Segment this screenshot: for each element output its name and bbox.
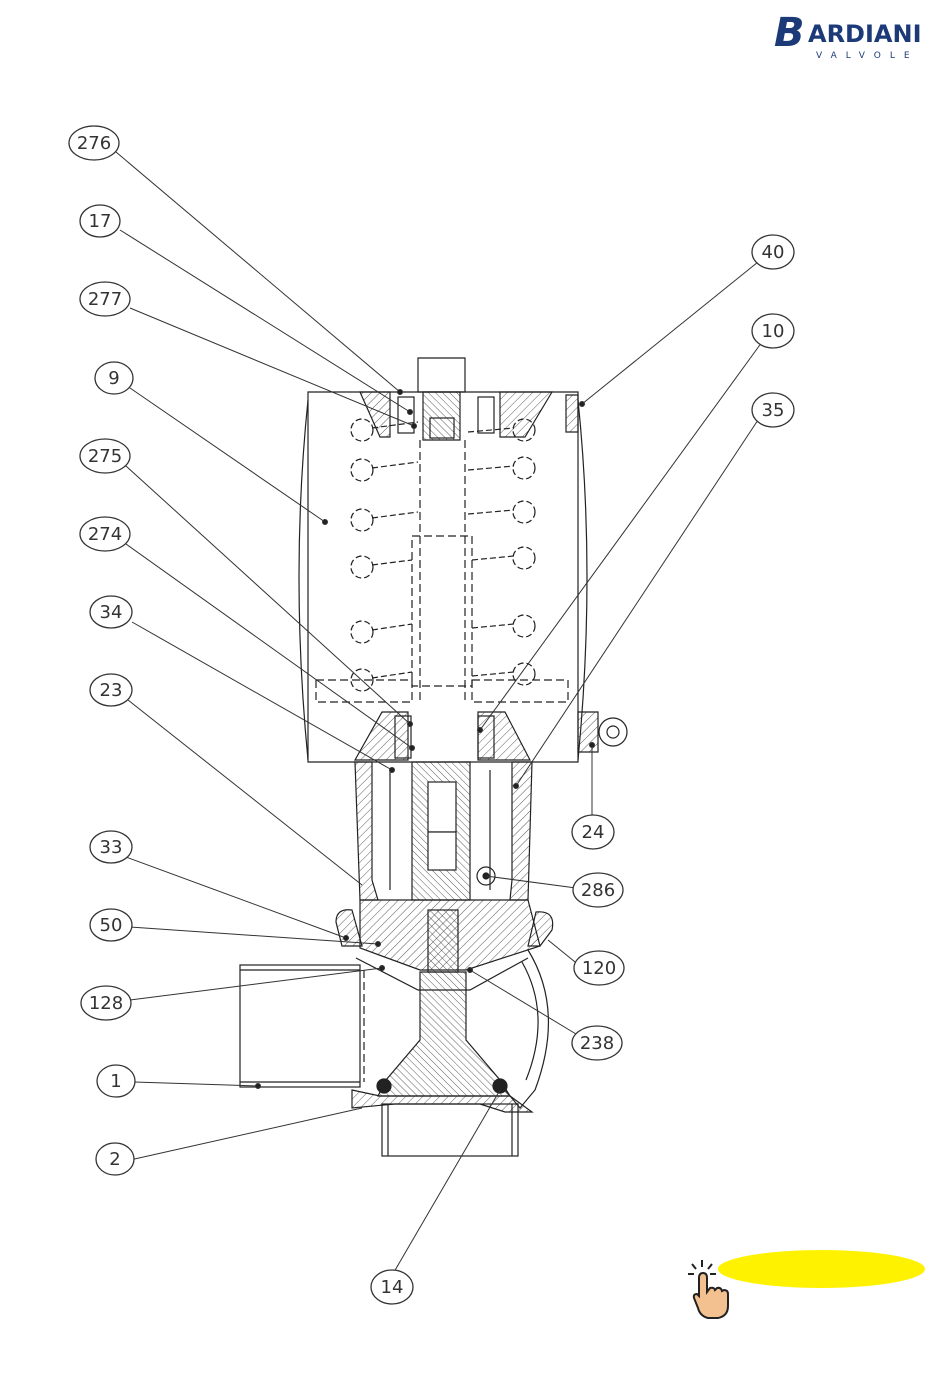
hand-pointer-icon[interactable] xyxy=(686,1258,730,1320)
callout-10: 10 xyxy=(752,314,794,348)
callout-286-label: 286 xyxy=(581,880,615,901)
callout-33: 33 xyxy=(90,831,132,863)
callout-9: 9 xyxy=(95,362,133,394)
callout-277-label: 277 xyxy=(88,289,122,310)
callout-274: 274 xyxy=(80,517,130,551)
callout-275-label: 275 xyxy=(88,446,122,467)
callout-35-label: 35 xyxy=(762,400,785,421)
callout-40: 40 xyxy=(752,235,794,269)
actuator xyxy=(299,358,627,762)
callout-276: 276 xyxy=(69,126,119,160)
callout-2-label: 2 xyxy=(109,1149,120,1170)
callout-34-label: 34 xyxy=(100,602,123,623)
lantern xyxy=(355,762,532,900)
callout-238: 238 xyxy=(572,1026,622,1060)
callout-24-label: 24 xyxy=(582,822,605,843)
callout-120-label: 120 xyxy=(582,958,616,979)
callout-275: 275 xyxy=(80,439,130,473)
yellow-cta-button[interactable] xyxy=(718,1250,925,1288)
callout-23: 23 xyxy=(90,674,132,706)
callout-17-label: 17 xyxy=(89,211,112,232)
valve-body xyxy=(240,900,553,1156)
callout-9-label: 9 xyxy=(108,368,119,389)
callout-274-label: 274 xyxy=(88,524,122,545)
callout-276-label: 276 xyxy=(77,133,111,154)
callout-286: 286 xyxy=(573,873,623,907)
callout-128-label: 128 xyxy=(89,993,123,1014)
callout-238-label: 238 xyxy=(580,1033,614,1054)
callout-277: 277 xyxy=(80,282,130,316)
callout-23-label: 23 xyxy=(100,680,123,701)
callout-1-label: 1 xyxy=(110,1071,121,1092)
callout-40-label: 40 xyxy=(762,242,785,263)
callout-17: 17 xyxy=(80,205,120,237)
callout-2: 2 xyxy=(96,1143,134,1175)
callout-50-label: 50 xyxy=(100,915,123,936)
callout-33-label: 33 xyxy=(100,837,123,858)
callout-14-label: 14 xyxy=(381,1277,404,1298)
callout-10-label: 10 xyxy=(762,321,785,342)
callout-128: 128 xyxy=(81,986,131,1020)
callout-120: 120 xyxy=(574,951,624,985)
callouts: 276 17 277 9 275 274 34 23 33 50 128 1 2… xyxy=(69,126,794,1304)
callout-24: 24 xyxy=(572,815,614,849)
callout-1: 1 xyxy=(97,1065,135,1097)
callout-34: 34 xyxy=(90,596,132,628)
callout-50: 50 xyxy=(90,909,132,941)
callout-35: 35 xyxy=(752,393,794,427)
callout-14: 14 xyxy=(371,1270,413,1304)
